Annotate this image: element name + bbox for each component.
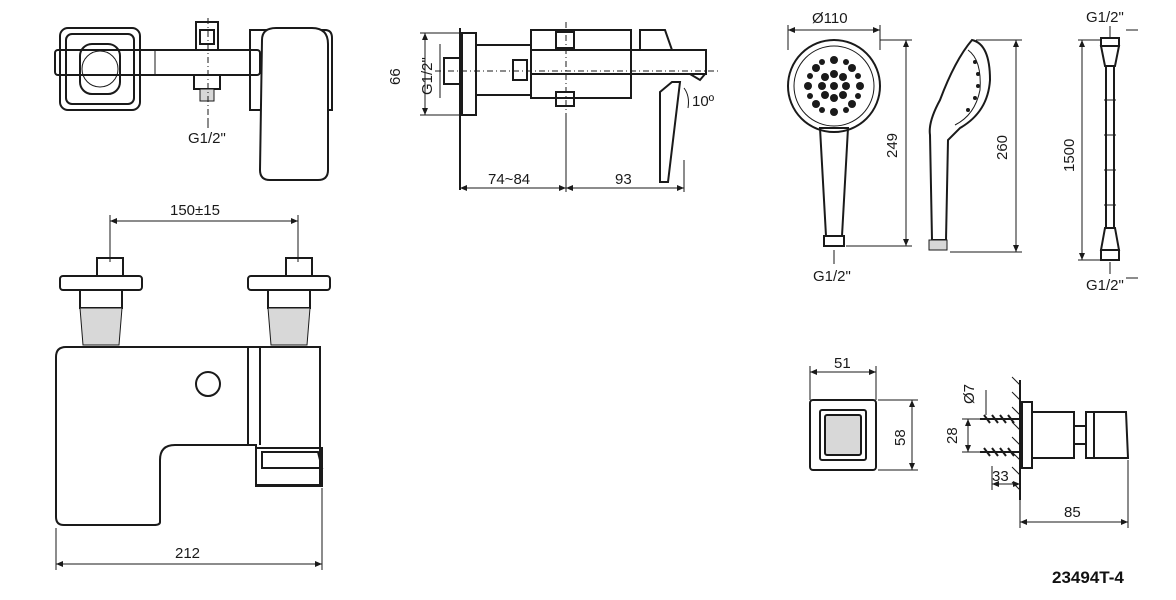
holder-screw-depth-label: 33 <box>992 468 1009 485</box>
width-label: 212 <box>175 545 200 562</box>
handshower-thread-label: G1/2" <box>813 268 851 285</box>
spray-nozzles <box>804 56 864 116</box>
mixer-top-view: G1/2" <box>54 18 333 181</box>
holder-height-label: 58 <box>892 429 909 446</box>
side-height-label: 66 <box>387 68 404 85</box>
mixer-side-view: 10º 66 G1/2" 74~84 93 <box>387 22 720 192</box>
side-depth-range-label: 74~84 <box>488 171 530 188</box>
holder-depth-label: 85 <box>1064 504 1081 521</box>
shower-hose: G1/2" G1/2" 1500 <box>1061 9 1138 294</box>
side-depth-label: 93 <box>615 171 632 188</box>
holder-width-label: 51 <box>834 355 851 372</box>
screw-diameter-label: Ø7 <box>961 384 978 404</box>
handshower-front-view: Ø110 <box>787 10 912 285</box>
hose-length-label: 1500 <box>1061 139 1078 172</box>
handshower-diameter-label: Ø110 <box>812 10 848 27</box>
handshower-side-length-label: 260 <box>994 135 1011 160</box>
side-thread-label: G1/2" <box>419 57 436 95</box>
top-thread-label: G1/2" <box>188 130 226 147</box>
center-distance-label: 150±15 <box>170 202 220 219</box>
product-code: 23494T-4 <box>1052 568 1124 587</box>
screw-spacing-label: 28 <box>944 427 961 444</box>
hose-thread-bottom-label: G1/2" <box>1086 277 1124 294</box>
mixer-front-view: 150±15 212 <box>55 202 331 570</box>
handshower-side-view: 260 <box>928 38 1022 253</box>
holder-front-view: 51 58 <box>809 355 918 471</box>
hose-thread-top-label: G1/2" <box>1086 9 1124 26</box>
lever-angle-label: 10º <box>692 93 715 110</box>
holder-side-view: 28 Ø7 33 85 <box>944 376 1130 528</box>
handshower-length-label: 249 <box>884 133 901 158</box>
